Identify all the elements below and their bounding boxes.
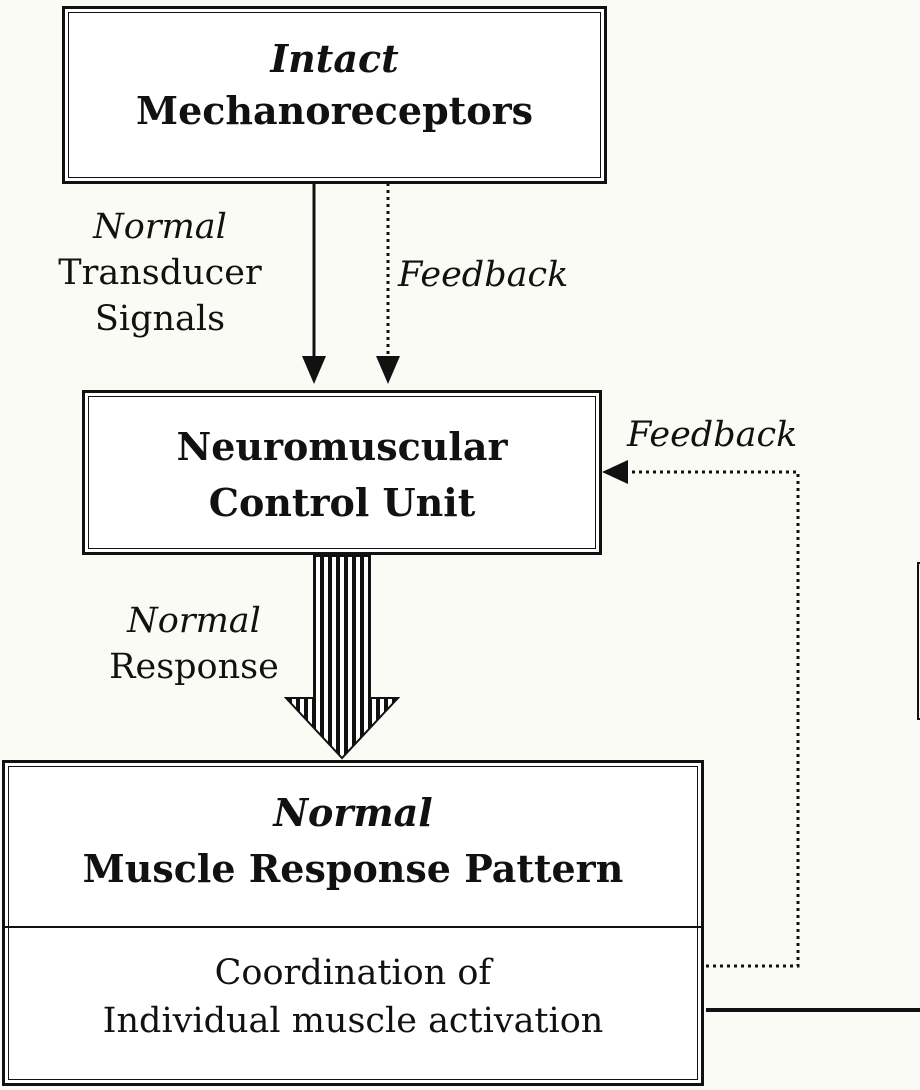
mechanoreceptors-title: Mechanoreceptors xyxy=(136,88,533,133)
muscle-pattern-divider xyxy=(5,926,701,928)
transducer-line1: Transducer xyxy=(58,253,262,293)
feedback-label-right: Feedback xyxy=(627,415,798,455)
response-qualifier: Normal xyxy=(127,601,261,641)
control-unit-line1: Neuromuscular xyxy=(176,424,508,469)
normal-response-arrow xyxy=(283,555,401,760)
transducer-signal-arrow xyxy=(302,183,326,384)
muscle-pattern-detail-line1: Coordination of xyxy=(214,953,492,993)
muscle-pattern-title: Muscle Response Pattern xyxy=(82,846,624,891)
muscle-pattern-detail-line2: Individual muscle activation xyxy=(102,1001,604,1041)
mechanoreceptors-qualifier: Intact xyxy=(270,36,399,81)
control-unit-box: Neuromuscular Control Unit xyxy=(82,390,602,555)
muscle-pattern-box: Normal Muscle Response Pattern Coordinat… xyxy=(2,760,704,1086)
transducer-line2: Signals xyxy=(94,299,226,339)
feedback-label-top: Feedback xyxy=(398,255,569,295)
transducer-signals-label: Normal Transducer Signals xyxy=(50,204,270,342)
muscle-pattern-qualifier: Normal xyxy=(273,790,433,835)
feedback-arrow-top xyxy=(376,183,400,384)
partial-box-edge xyxy=(917,562,920,720)
feedback-loop-arrow xyxy=(602,460,800,968)
response-line1: Response xyxy=(109,647,279,687)
normal-response-label: Normal Response xyxy=(96,598,292,690)
transducer-qualifier: Normal xyxy=(93,207,227,247)
control-unit-line2: Control Unit xyxy=(208,480,476,525)
mechanoreceptors-box: Intact Mechanoreceptors xyxy=(62,6,607,184)
